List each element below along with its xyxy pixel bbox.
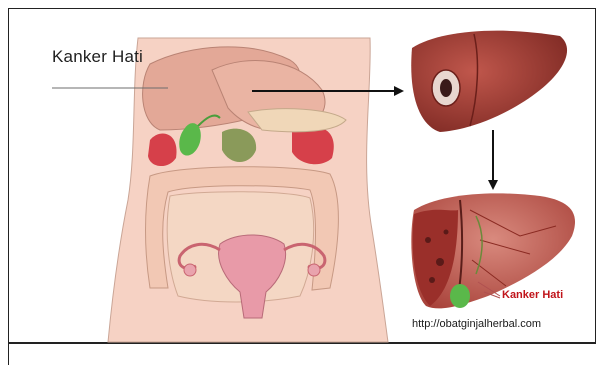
- arrow-down-icon: [488, 130, 498, 190]
- top-liver-illustration: [411, 31, 567, 132]
- left-ovary: [184, 264, 196, 276]
- tumor-spot: [444, 230, 449, 235]
- liver-cancer-label: Kanker Hati: [502, 289, 563, 301]
- cancer-liver-gallbladder: [450, 284, 470, 308]
- left-kidney-red: [148, 134, 177, 167]
- source-url: http://obatginjalherbal.com: [412, 318, 541, 330]
- tumor-spot: [436, 258, 444, 266]
- torso-illustration: [108, 38, 388, 342]
- tumor-spot: [425, 237, 431, 243]
- right-ovary: [308, 264, 320, 276]
- tumor-spot: [429, 277, 435, 283]
- diagram-title: Kanker Hati: [52, 47, 143, 67]
